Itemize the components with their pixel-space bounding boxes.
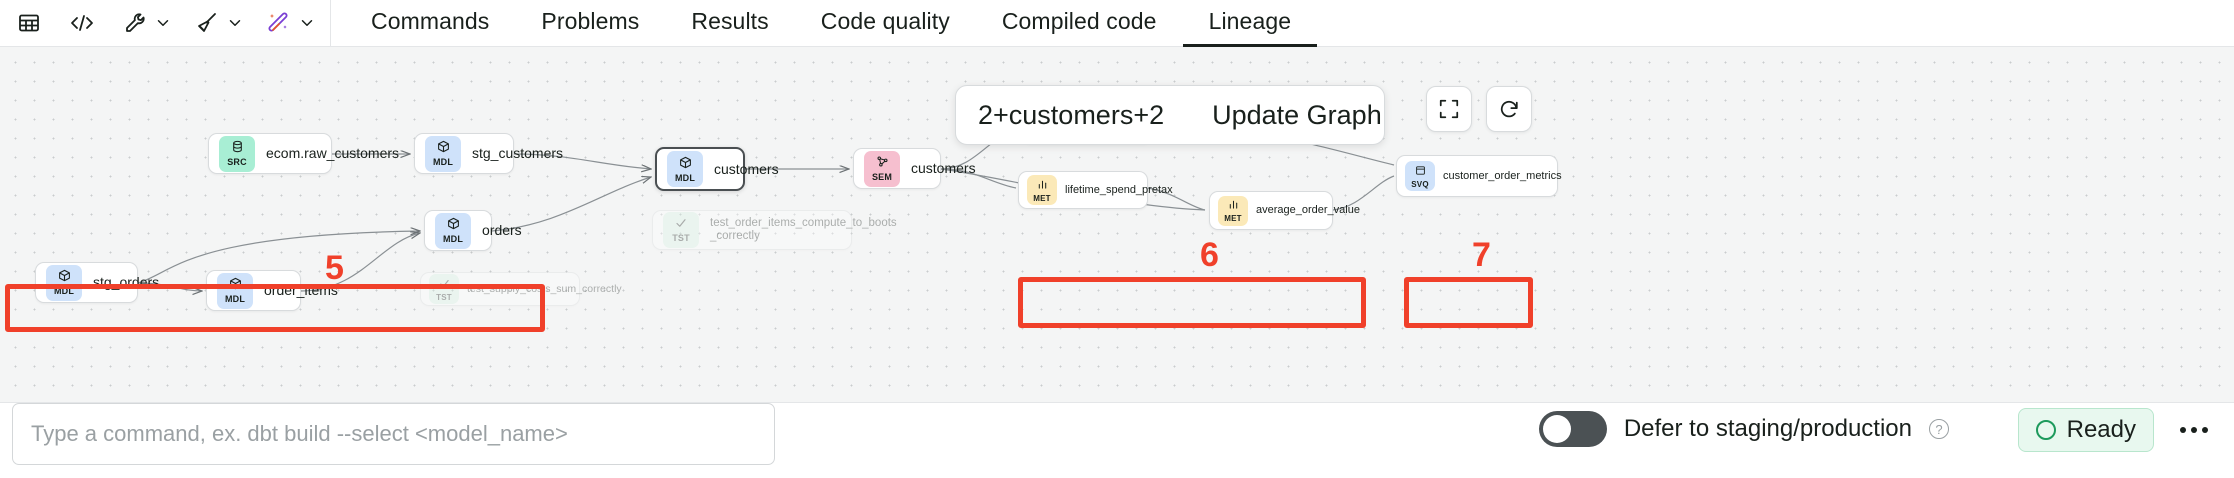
- command-input[interactable]: [12, 403, 775, 465]
- status-label: Ready: [2066, 416, 2136, 443]
- defer-control-group: Defer to staging/production ?: [1538, 411, 1949, 447]
- lineage-node-label: test_supply_costs_sum_correctly: [467, 282, 622, 295]
- more-horizontal-icon[interactable]: [2172, 417, 2216, 443]
- chevron-down-icon[interactable]: [226, 14, 244, 32]
- node-badge-label: MDL: [53, 286, 75, 296]
- status-group: Ready: [2017, 408, 2216, 452]
- editor-toolbar: Commands Problems Results Code quality C…: [0, 0, 2234, 47]
- node-badge-label: MDL: [224, 294, 246, 304]
- fullscreen-icon[interactable]: [1426, 86, 1472, 132]
- cube-icon: MDL: [667, 151, 703, 187]
- lineage-node-label: test_order_items_compute_to_boots _corre…: [710, 216, 897, 242]
- node-badge-label: SEM: [871, 172, 893, 182]
- node-badge-label: SRC: [227, 157, 247, 167]
- chevron-down-icon[interactable]: [298, 14, 316, 32]
- build-menu-group[interactable]: [118, 6, 172, 40]
- lineage-node-test-supply-costs[interactable]: TST test_supply_costs_sum_correctly: [420, 272, 622, 306]
- query-icon: SVQ: [1405, 161, 1435, 191]
- lineage-node-label: ecom.raw_customers: [266, 145, 400, 162]
- toolbar-icon-group: [0, 0, 316, 47]
- node-badge-label: SVQ: [1411, 179, 1429, 189]
- format-menu-group[interactable]: [190, 6, 244, 40]
- panel-tabs: Commands Problems Results Code quality C…: [345, 0, 1318, 47]
- lineage-node-customers-semantic[interactable]: SEM customers: [853, 148, 976, 189]
- database-icon: SRC: [219, 135, 255, 172]
- node-badge-label: MET: [1033, 193, 1051, 203]
- cube-icon: MDL: [435, 212, 471, 249]
- graph-expression-text[interactable]: 2+customers+2: [978, 99, 1165, 130]
- ai-magic-wand-icon[interactable]: [262, 6, 296, 40]
- ai-menu-group[interactable]: [262, 6, 316, 40]
- tab-compiled-code[interactable]: Compiled code: [1001, 8, 1157, 34]
- semantic-icon: SEM: [864, 150, 900, 187]
- status-badge[interactable]: Ready: [2017, 408, 2154, 452]
- lineage-node-label: customers: [714, 160, 779, 177]
- build-wrench-icon[interactable]: [118, 6, 152, 40]
- lineage-node-label: order_items: [264, 282, 338, 299]
- lineage-node-label: customers: [911, 160, 976, 177]
- format-broom-icon[interactable]: [190, 6, 224, 40]
- check-icon: TST: [663, 212, 699, 248]
- lineage-node-label: customer_order_metrics: [1443, 169, 1562, 182]
- code-view-icon[interactable]: [64, 6, 100, 40]
- chevron-down-icon[interactable]: [154, 14, 172, 32]
- cube-icon: MDL: [425, 135, 461, 172]
- update-graph-button[interactable]: Update Graph: [1212, 99, 1382, 130]
- lineage-node-label: average_order_value: [1256, 204, 1360, 217]
- cube-icon: MDL: [46, 264, 82, 301]
- lineage-node-label: lifetime_spend_pretax: [1065, 183, 1173, 196]
- lineage-node-label: stg_orders: [93, 274, 160, 291]
- toggle-knob: [1542, 415, 1571, 443]
- lineage-node-lifetime-spend-pretax[interactable]: MET lifetime_spend_pretax: [1018, 171, 1173, 209]
- tab-results[interactable]: Results: [691, 8, 769, 34]
- metric-icon: MET: [1218, 195, 1248, 226]
- table-view-icon[interactable]: [12, 6, 46, 40]
- status-dot-icon: [2035, 420, 2056, 440]
- lineage-node-average-order-value[interactable]: MET average_order_value: [1209, 191, 1360, 230]
- lineage-node-stg-customers[interactable]: MDL stg_customers: [414, 133, 563, 174]
- lineage-node-test-order-items[interactable]: TST test_order_items_compute_to_boots _c…: [652, 210, 897, 250]
- lineage-node-label: stg_customers: [472, 145, 564, 162]
- check-icon: TST: [429, 274, 459, 304]
- tab-commands[interactable]: Commands: [371, 8, 490, 34]
- node-badge-label: TST: [672, 233, 690, 243]
- lineage-node-order-items[interactable]: MDL order_items: [206, 270, 338, 311]
- node-badge-label: TST: [436, 292, 452, 302]
- help-icon[interactable]: ?: [1929, 419, 1949, 439]
- metric-icon: MET: [1027, 175, 1057, 205]
- tab-code-quality[interactable]: Code quality: [820, 8, 950, 34]
- tab-lineage[interactable]: Lineage: [1182, 0, 1318, 47]
- toolbar-divider: [330, 0, 331, 47]
- lineage-node-ecom-raw-customers[interactable]: SRC ecom.raw_customers: [208, 133, 399, 174]
- graph-selector-panel: 2+customers+2 Update Graph: [955, 85, 1385, 145]
- refresh-icon[interactable]: [1486, 86, 1532, 132]
- lineage-node-orders[interactable]: MDL orders: [424, 210, 522, 251]
- node-badge-label: MET: [1224, 214, 1242, 223]
- cube-icon: MDL: [217, 272, 253, 309]
- lineage-node-stg-orders[interactable]: MDL stg_orders: [35, 262, 159, 303]
- node-badge-label: MDL: [442, 234, 464, 244]
- defer-label: Defer to staging/production: [1623, 415, 1912, 442]
- node-badge-label: MDL: [432, 157, 454, 167]
- command-input-wrapper: [12, 403, 775, 465]
- node-badge-label: MDL: [674, 172, 696, 183]
- lineage-node-label: orders: [482, 222, 522, 239]
- lineage-node-customer-order-metrics[interactable]: SVQ customer_order_metrics: [1396, 155, 1562, 197]
- defer-toggle[interactable]: [1538, 411, 1607, 447]
- lineage-node-customers-model[interactable]: MDL customers: [655, 147, 779, 191]
- tab-problems[interactable]: Problems: [541, 8, 640, 34]
